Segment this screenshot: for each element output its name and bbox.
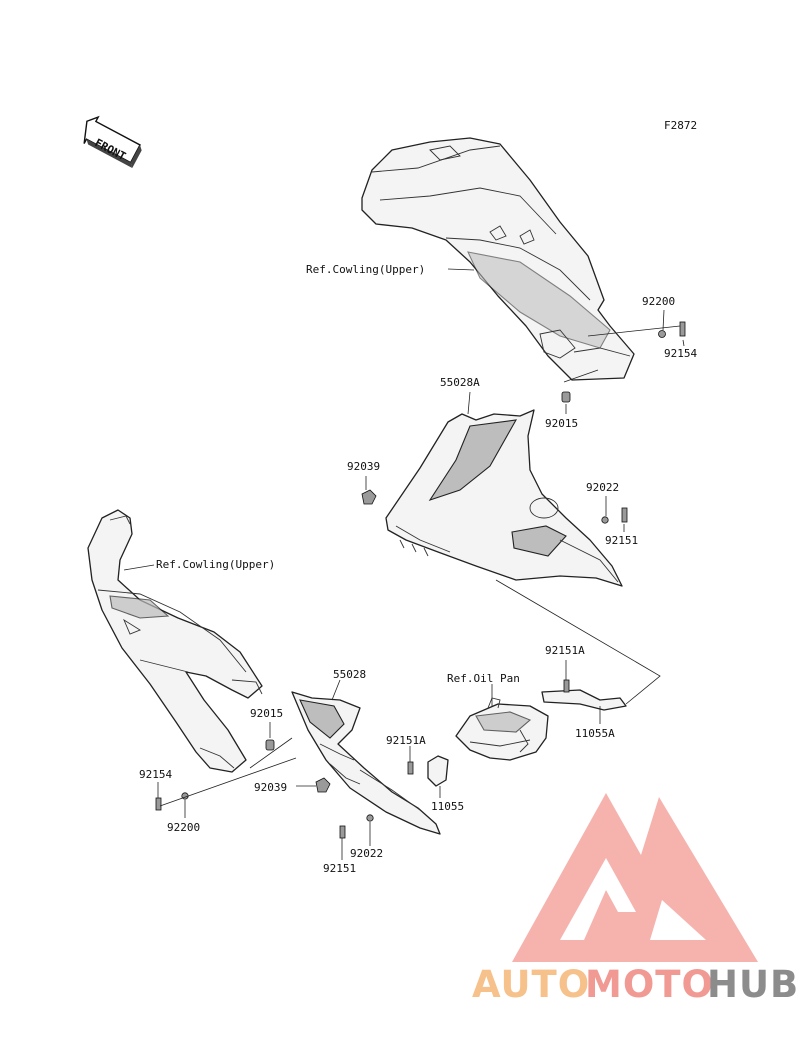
figure-code: F2872 [664,119,697,132]
part-92154-left-label: 92154 [139,768,172,781]
part-92039-bottom-label: 92039 [254,781,287,794]
washer-92022-top-icon [601,516,609,524]
nut-92039-top-icon [361,489,377,505]
part-92151-top-label: 92151 [605,534,638,547]
ref-cowling-upper-top-label: Ref.Cowling(Upper) [306,263,425,276]
washer-92200-top-icon [658,330,666,338]
part-92022-bottom-label: 92022 [350,847,383,860]
part-92154-top-label: 92154 [664,347,697,360]
watermark-triangle-shape [512,793,758,962]
part-92015-left-label: 92015 [250,707,283,720]
cowling-upper-left-part [87,509,263,773]
part-55028-label: 55028 [333,668,366,681]
nut-92039-bottom-icon [315,777,331,793]
watermark-hub-text: HUB [707,963,799,1006]
lower-cowling-55028A-part [385,409,623,587]
watermark-logo-triangle [512,793,758,962]
part-92151A-top-label: 92151A [545,644,585,657]
part-92015-top-label: 92015 [545,417,578,430]
washer-92022-bottom-icon [366,814,374,822]
ref-cowling-upper-left-label: Ref.Cowling(Upper) [156,558,275,571]
ref-oil-pan-label: Ref.Oil Pan [447,672,520,685]
bolt-92151A-mid-icon [407,761,414,775]
part-92039-top-label: 92039 [347,460,380,473]
bolt-92154-top-icon [679,321,686,337]
bracket-11055-part [427,755,449,787]
part-92151A-mid-label: 92151A [386,734,426,747]
part-11055-label: 11055 [431,800,464,813]
part-92151-bottom-label: 92151 [323,862,356,875]
hardware-items [155,321,686,839]
collar-92015-top-icon [561,391,571,403]
labels: F2872 Ref.Cowling(Upper) Ref.Cowling(Upp… [139,119,697,875]
part-92200-top-label: 92200 [642,295,675,308]
front-arrow-icon [83,115,142,169]
lower-cowling-55028-part [291,691,441,835]
watermark-auto-text: AUTO [472,963,590,1006]
bolt-92151-bottom-icon [339,825,346,839]
collar-92015-left-icon [265,739,275,751]
leader-lines [123,268,685,860]
bolt-92151-top-icon [621,507,628,523]
watermark-moto-text: MOTO [585,963,714,1006]
part-11055A-label: 11055A [575,727,615,740]
bracket-11055A-part [541,689,627,711]
cowling-upper-top-part [361,137,635,381]
bolt-92151A-top-icon [563,679,570,693]
watermark-wordmark: AUTO MOTO HUB [472,963,799,1006]
part-92200-left-label: 92200 [167,821,200,834]
part-92022-top-label: 92022 [586,481,619,494]
oil-pan-part [455,697,549,761]
bolt-92154-left-icon [155,797,162,811]
part-55028A-label: 55028A [440,376,480,389]
